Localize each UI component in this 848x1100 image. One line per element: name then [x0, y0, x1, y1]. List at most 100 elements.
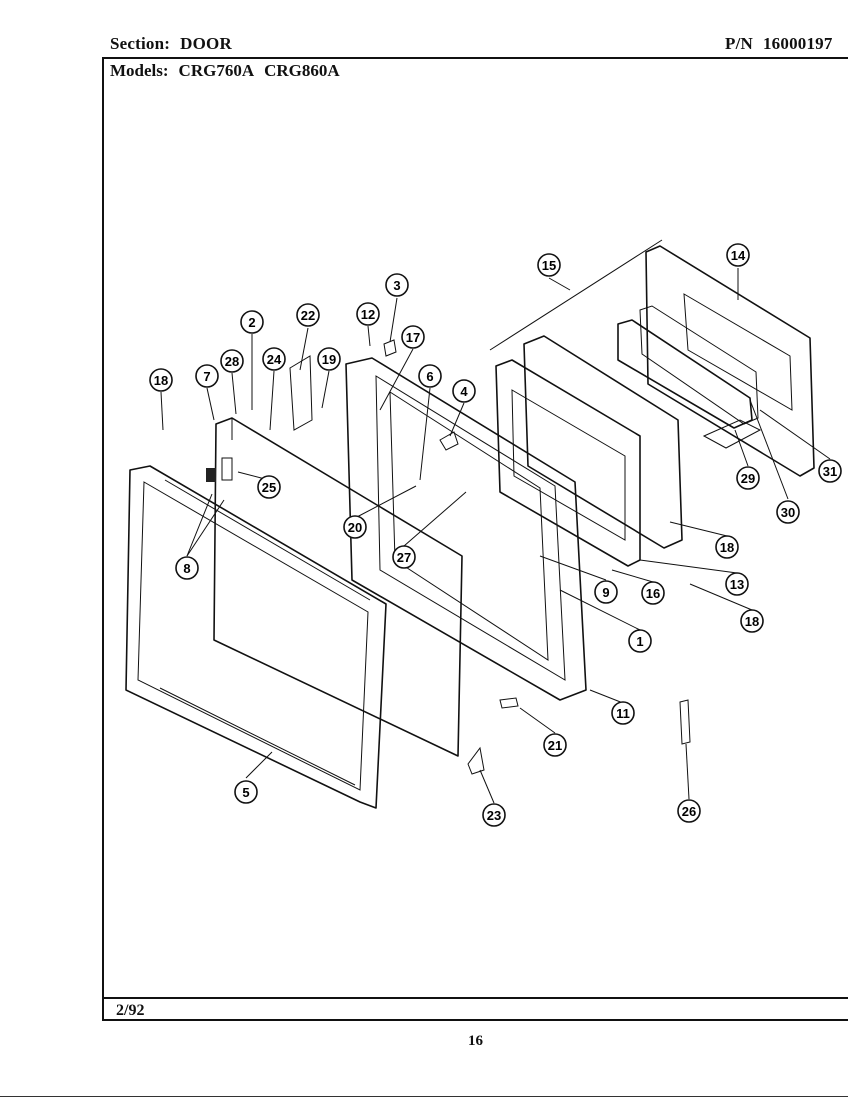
callout-19: 19 [317, 347, 341, 371]
callout-29: 29 [736, 466, 760, 490]
revision-date: 2/92 [116, 1002, 145, 1019]
part-plate-29 [702, 419, 762, 449]
section-value: DOOR [180, 34, 232, 53]
callout-number: 25 [262, 480, 276, 495]
callout-6: 6 [418, 364, 442, 388]
pn-label: P/N [725, 34, 753, 53]
callout-20: 20 [343, 515, 367, 539]
callout-28: 28 [220, 349, 244, 373]
callout-number: 30 [781, 505, 795, 520]
callout-circle [220, 349, 244, 373]
callout-circle [641, 581, 665, 605]
callout-circle [482, 803, 506, 827]
part-door-glass [213, 417, 463, 757]
callout-22: 22 [296, 303, 320, 327]
callout-3: 3 [385, 273, 409, 297]
callout-circle [385, 273, 409, 297]
callout-25: 25 [257, 475, 281, 499]
callout-2: 2 [240, 310, 264, 334]
callout-number: 17 [406, 330, 420, 345]
callout-circle [343, 515, 367, 539]
callout-number: 3 [393, 278, 400, 293]
callout-labels: 1234567891112131415161718181819202122232… [149, 243, 842, 827]
callout-23: 23 [482, 803, 506, 827]
part-clip-3 [383, 339, 397, 357]
callout-circle [317, 347, 341, 371]
callout-number: 12 [361, 307, 375, 322]
callout-circle [257, 475, 281, 499]
callout-number: 7 [203, 369, 210, 384]
callout-24: 24 [262, 347, 286, 371]
callout-number: 5 [242, 785, 249, 800]
part-rear-panel [523, 335, 683, 549]
callout-16: 16 [641, 581, 665, 605]
part-channel-22 [289, 355, 313, 431]
callout-circle [392, 545, 416, 569]
callout-31: 31 [818, 459, 842, 483]
callout-7: 7 [195, 364, 219, 388]
callout-circle [401, 325, 425, 349]
callout-circle [740, 609, 764, 633]
callout-26: 26 [677, 799, 701, 823]
callout-number: 19 [322, 352, 336, 367]
callout-30: 30 [776, 500, 800, 524]
callout-circle [818, 459, 842, 483]
callout-number: 22 [301, 308, 315, 323]
callout-number: 13 [730, 577, 744, 592]
part-hinge-26 [679, 699, 691, 745]
callout-circle [149, 368, 173, 392]
callout-circle [262, 347, 286, 371]
callout-21: 21 [543, 733, 567, 757]
callout-circle [175, 556, 199, 580]
callout-9: 9 [594, 580, 618, 604]
callout-18: 18 [715, 535, 739, 559]
part-inner-door [345, 357, 587, 701]
callout-circle [736, 466, 760, 490]
callout-number: 26 [682, 804, 696, 819]
callout-number: 8 [183, 561, 190, 576]
callout-8: 8 [175, 556, 199, 580]
callout-18: 18 [740, 609, 764, 633]
callout-17: 17 [401, 325, 425, 349]
part-bracket-23 [467, 746, 485, 775]
model-2: CRG860A [264, 61, 340, 80]
callout-number: 31 [823, 464, 837, 479]
callout-11: 11 [611, 701, 635, 725]
callout-circle [418, 364, 442, 388]
part-stop-21 [499, 697, 519, 709]
callout-circle [195, 364, 219, 388]
diagram-frame [102, 57, 848, 1021]
callout-number: 23 [487, 808, 501, 823]
callout-number: 1 [636, 634, 643, 649]
models-label: Models: [110, 61, 169, 80]
callout-number: 21 [548, 738, 562, 753]
callout-circle [715, 535, 739, 559]
callout-number: 18 [745, 614, 759, 629]
callout-number: 6 [426, 369, 433, 384]
callout-circle [543, 733, 567, 757]
callout-circle [240, 310, 264, 334]
callout-number: 14 [731, 248, 746, 263]
section-label: Section: [110, 34, 171, 53]
model-1: CRG760A [178, 61, 255, 80]
callout-circle [594, 580, 618, 604]
callout-number: 18 [720, 540, 734, 555]
callout-circle [537, 253, 561, 277]
callout-circle [356, 302, 380, 326]
callout-number: 15 [542, 258, 556, 273]
callout-circle [234, 780, 258, 804]
callout-circle [628, 629, 652, 653]
section-header: Section: DOOR [110, 34, 232, 54]
callout-number: 18 [154, 373, 168, 388]
callout-circle [452, 379, 476, 403]
callout-15: 15 [537, 253, 561, 277]
part-outer-frame [125, 465, 387, 809]
callout-number: 20 [348, 520, 362, 535]
callout-5: 5 [234, 780, 258, 804]
callout-4: 4 [452, 379, 476, 403]
callout-18: 18 [149, 368, 173, 392]
callout-14: 14 [726, 243, 750, 267]
models-line: Models: CRG760A CRG860A [110, 61, 350, 81]
callout-27: 27 [392, 545, 416, 569]
